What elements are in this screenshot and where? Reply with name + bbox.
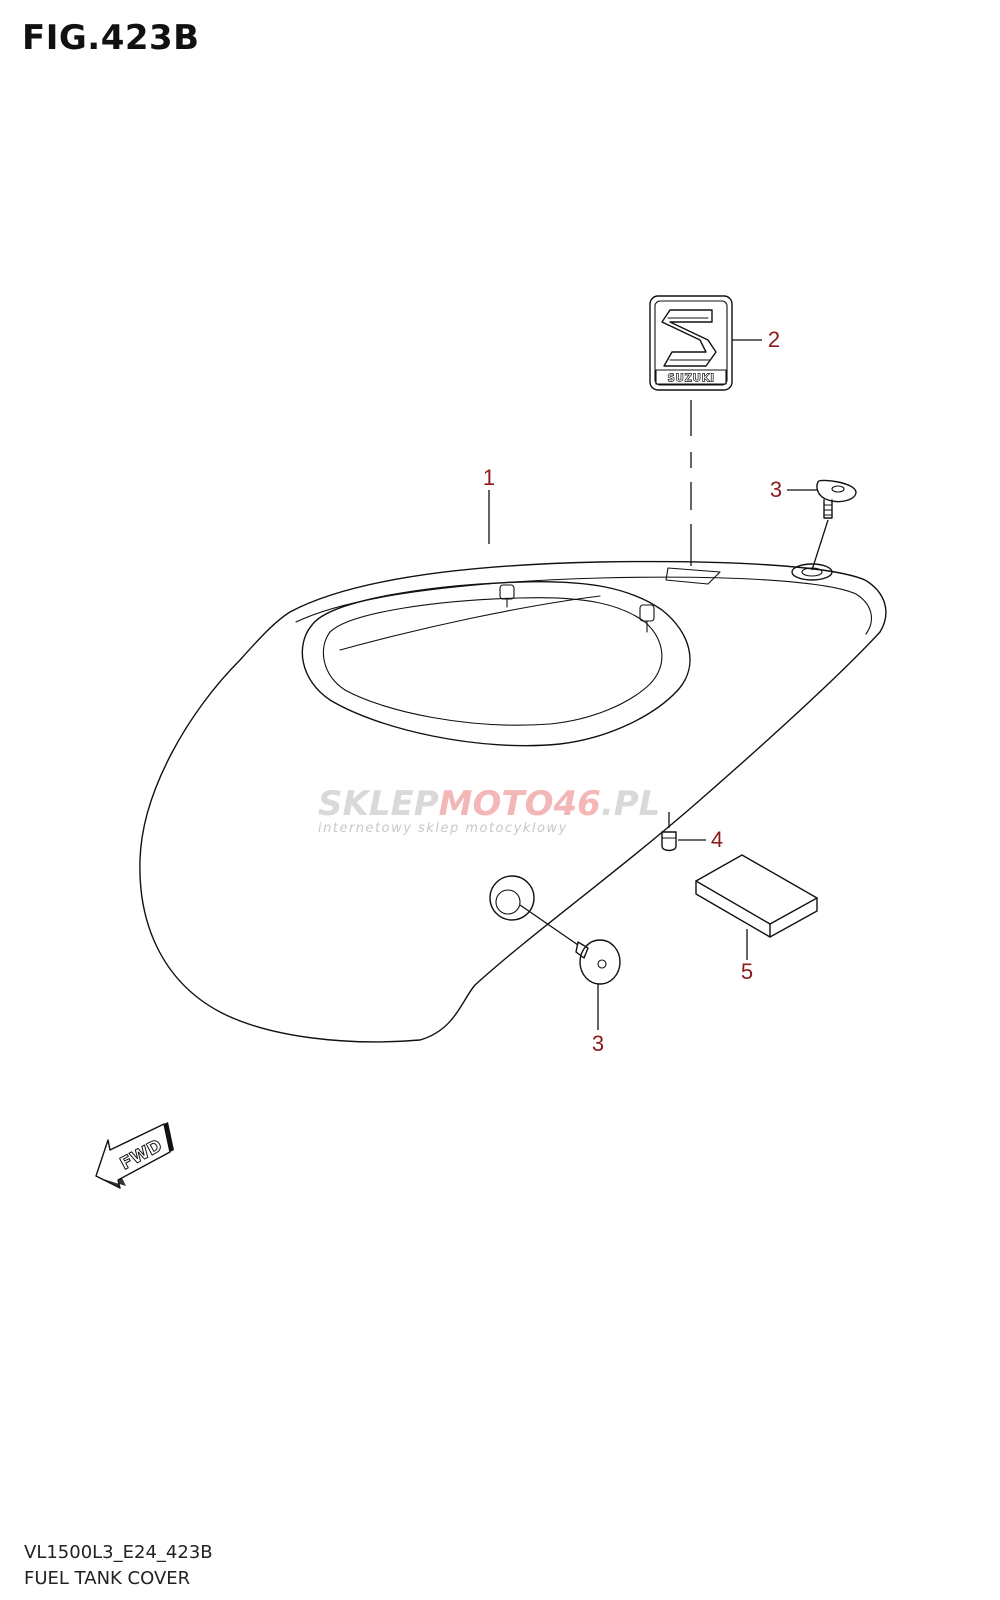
- pad: [695, 854, 818, 938]
- figure-model-code: VL1500L3_E24_423B: [24, 1542, 213, 1563]
- callout-3-bottom: 3: [592, 1031, 604, 1056]
- fwd-arrow-text: FWD: [117, 1136, 166, 1175]
- leader-lines: [488, 339, 829, 1030]
- watermark: SKLEPMOTO46.PL internetowy sklep motocyk…: [318, 784, 660, 836]
- callout-1: 1: [483, 465, 495, 490]
- watermark-part2: MOTO: [439, 784, 554, 824]
- watermark-part4: .PL: [601, 784, 661, 824]
- cushion-clip: [661, 831, 677, 852]
- screw-top: [816, 479, 857, 519]
- watermark-tagline: internetowy sklep motocyklowy: [318, 821, 568, 836]
- callout-3-top: 3: [770, 477, 782, 502]
- screw-hole-top: [791, 563, 833, 581]
- emblem-seat: [665, 567, 721, 585]
- callout-4: 4: [711, 827, 723, 852]
- mount-boss-right: [639, 604, 655, 633]
- fwd-arrow: FWD: [95, 1122, 174, 1189]
- watermark-part3: 46: [553, 784, 601, 824]
- fuel-tank-cover: [139, 560, 887, 1043]
- suzuki-s-logo-icon: [661, 309, 717, 367]
- suzuki-emblem: SUZUKI: [649, 295, 733, 391]
- callouts: 1 2 3 3 4 5: [483, 327, 782, 1056]
- grommet-hole-side: [489, 875, 535, 921]
- watermark-part1: SKLEP: [318, 784, 439, 824]
- callout-5: 5: [741, 959, 753, 984]
- mount-boss-left: [499, 584, 515, 608]
- screw-bottom: [575, 939, 621, 985]
- figure-name: FUEL TANK COVER: [24, 1568, 191, 1589]
- figure-title: FIG.423B: [22, 18, 200, 58]
- svg-text:SKLEPMOTO46.PL: SKLEPMOTO46.PL: [318, 784, 660, 824]
- callout-2: 2: [768, 327, 780, 352]
- emblem-text: SUZUKI: [667, 373, 714, 385]
